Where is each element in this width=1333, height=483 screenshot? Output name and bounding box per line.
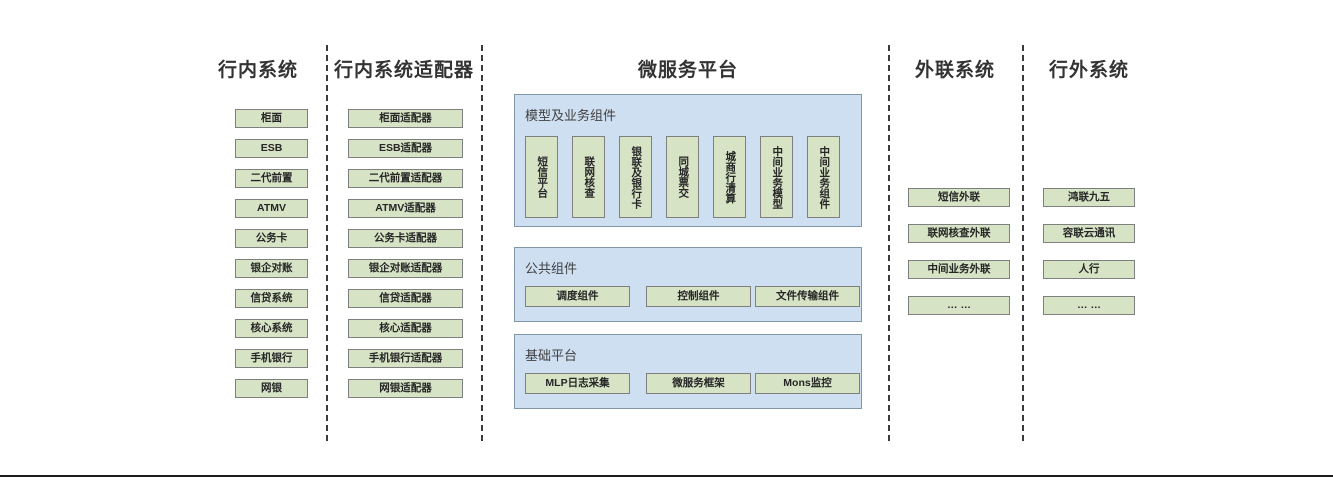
node-public-2[interactable]: 文件传输组件	[755, 286, 860, 307]
node-public-1[interactable]: 控制组件	[646, 286, 751, 307]
node-model-5[interactable]: 中间业务模型	[760, 136, 793, 218]
node-in-bank-7[interactable]: 核心系统	[235, 319, 308, 338]
node-adapter-3[interactable]: ATMV适配器	[348, 199, 463, 218]
node-model-6[interactable]: 中间业务组件	[807, 136, 840, 218]
divider-2	[481, 45, 483, 441]
node-in-bank-4[interactable]: 公务卡	[235, 229, 308, 248]
node-outside-2[interactable]: 人行	[1043, 260, 1135, 279]
node-in-bank-0[interactable]: 柜面	[235, 109, 308, 128]
panel-title-model-business-components: 模型及业务组件	[525, 108, 617, 123]
column-title-platform: 微服务平台	[637, 60, 738, 81]
node-outside-3[interactable]: … …	[1043, 296, 1135, 315]
node-adapter-2[interactable]: 二代前置适配器	[348, 169, 463, 188]
node-external-0[interactable]: 短信外联	[908, 188, 1010, 207]
node-adapter-1[interactable]: ESB适配器	[348, 139, 463, 158]
node-in-bank-2[interactable]: 二代前置	[235, 169, 308, 188]
node-adapter-9[interactable]: 网银适配器	[348, 379, 463, 398]
panel-title-public-components: 公共组件	[525, 261, 578, 276]
node-in-bank-1[interactable]: ESB	[235, 139, 308, 158]
node-in-bank-8[interactable]: 手机银行	[235, 349, 308, 368]
node-model-4[interactable]: 城商行清算	[713, 136, 746, 218]
column-title-in-bank: 行内系统	[217, 60, 298, 81]
node-outside-0[interactable]: 鸿联九五	[1043, 188, 1135, 207]
node-base-1[interactable]: 微服务框架	[646, 373, 751, 394]
divider-3	[888, 45, 890, 441]
node-external-2[interactable]: 中间业务外联	[908, 260, 1010, 279]
node-in-bank-9[interactable]: 网银	[235, 379, 308, 398]
node-in-bank-3[interactable]: ATMV	[235, 199, 308, 218]
node-model-0[interactable]: 短信平台	[525, 136, 558, 218]
column-title-external-link: 外联系统	[914, 60, 995, 81]
node-outside-1[interactable]: 容联云通讯	[1043, 224, 1135, 243]
node-base-0[interactable]: MLP日志采集	[525, 373, 630, 394]
panel-title-base-platform: 基础平台	[525, 348, 578, 363]
column-title-outside-bank: 行外系统	[1048, 60, 1129, 81]
node-adapter-0[interactable]: 柜面适配器	[348, 109, 463, 128]
node-base-2[interactable]: Mons监控	[755, 373, 860, 394]
divider-4	[1022, 45, 1024, 441]
node-adapter-6[interactable]: 信贷适配器	[348, 289, 463, 308]
node-model-3[interactable]: 同城票交	[666, 136, 699, 218]
panel-public-components	[514, 247, 862, 322]
node-model-1[interactable]: 联网核查	[572, 136, 605, 218]
divider-1	[326, 45, 328, 441]
node-external-1[interactable]: 联网核查外联	[908, 224, 1010, 243]
node-adapter-7[interactable]: 核心适配器	[348, 319, 463, 338]
node-public-0[interactable]: 调度组件	[525, 286, 630, 307]
panel-base-platform	[514, 334, 862, 409]
node-external-3[interactable]: … …	[908, 296, 1010, 315]
node-in-bank-6[interactable]: 信贷系统	[235, 289, 308, 308]
node-adapter-8[interactable]: 手机银行适配器	[348, 349, 463, 368]
node-adapter-4[interactable]: 公务卡适配器	[348, 229, 463, 248]
bottom-rule	[0, 475, 1333, 477]
node-adapter-5[interactable]: 银企对账适配器	[348, 259, 463, 278]
node-in-bank-5[interactable]: 银企对账	[235, 259, 308, 278]
node-model-2[interactable]: 银联及银行卡	[619, 136, 652, 218]
column-title-in-bank-adapter: 行内系统适配器	[333, 60, 474, 81]
